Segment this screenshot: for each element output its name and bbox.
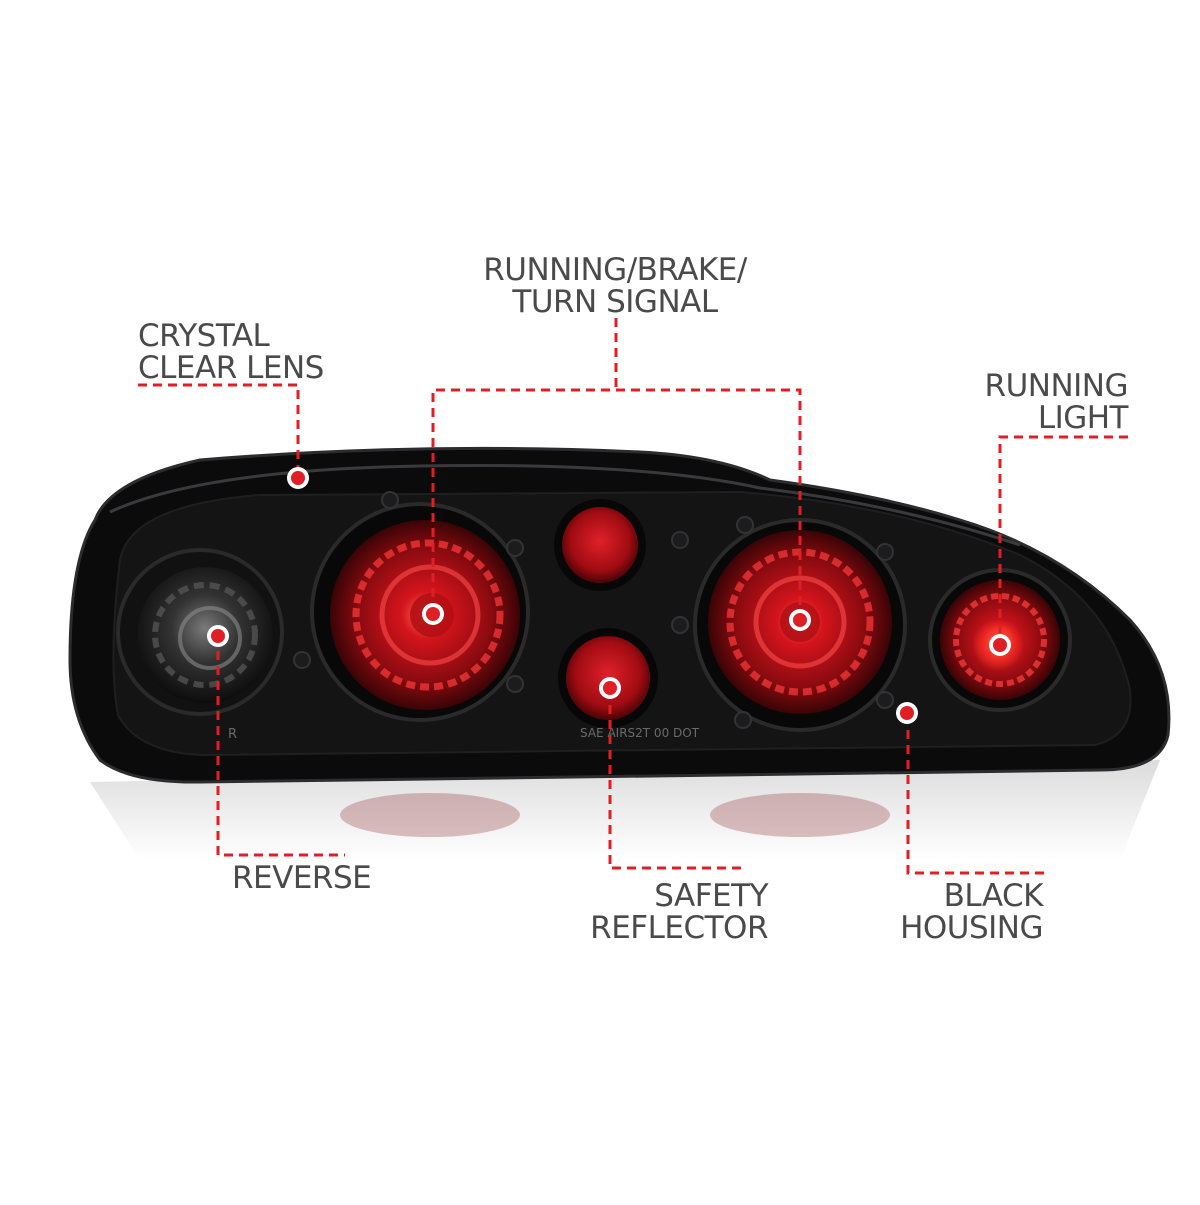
mounting-bolts [293, 491, 894, 729]
dot-reverse [207, 625, 229, 647]
label-line: SAFETY [654, 878, 768, 914]
label-line: HOUSING [900, 910, 1043, 946]
label-line: RUNNING [984, 368, 1129, 404]
lens-top-edge [109, 463, 1021, 547]
callout-line-reverse [216, 636, 345, 857]
label-reverse: REVERSE [232, 860, 372, 896]
floor-reflection [90, 760, 1160, 860]
callout-line-running-light [998, 435, 1128, 642]
callout-line-crystal-clear-lens [138, 383, 300, 478]
label-line: LIGHT [1037, 400, 1129, 436]
label-line: TURN SIGNAL [512, 284, 718, 320]
label-running-brake-turn-signal: RUNNING/BRAKE/ TURN SIGNAL [470, 254, 760, 318]
label-line: CLEAR LENS [138, 350, 324, 386]
lens-marking-center: SAE AIRS2T 00 DOT [580, 726, 700, 740]
callout-dots [207, 467, 1011, 724]
lens-marking-r: R [228, 727, 237, 742]
label-line: REVERSE [232, 860, 372, 896]
reverse-lamp [116, 548, 284, 716]
callout-line-turn-signal-branch [431, 388, 802, 618]
label-safety-reflector: SAFETY REFLECTOR [590, 880, 768, 944]
brake-lamp-left [310, 502, 530, 722]
dot-running-light [989, 634, 1011, 656]
dot-crystal-clear-lens [287, 467, 309, 489]
label-crystal-clear-lens: CRYSTAL CLEAR LENS [138, 320, 324, 384]
dot-turn-signal-right [789, 609, 811, 631]
dot-turn-signal-left [422, 603, 444, 625]
label-line: CRYSTAL [138, 318, 270, 354]
label-black-housing: BLACK HOUSING [890, 880, 1043, 944]
callout-lines [138, 318, 1128, 875]
reflection-red-right [710, 793, 890, 837]
dot-safety-reflector [599, 677, 621, 699]
callout-line-black-housing [906, 715, 1045, 875]
upper-reflector [554, 499, 646, 591]
label-running-light: RUNNING LIGHT [960, 368, 1129, 436]
label-line: RUNNING/BRAKE/ [483, 252, 747, 288]
label-line: BLACK [943, 878, 1044, 914]
dot-black-housing [896, 702, 918, 724]
label-line: REFLECTOR [590, 910, 768, 946]
reflection-red-left [340, 793, 520, 837]
